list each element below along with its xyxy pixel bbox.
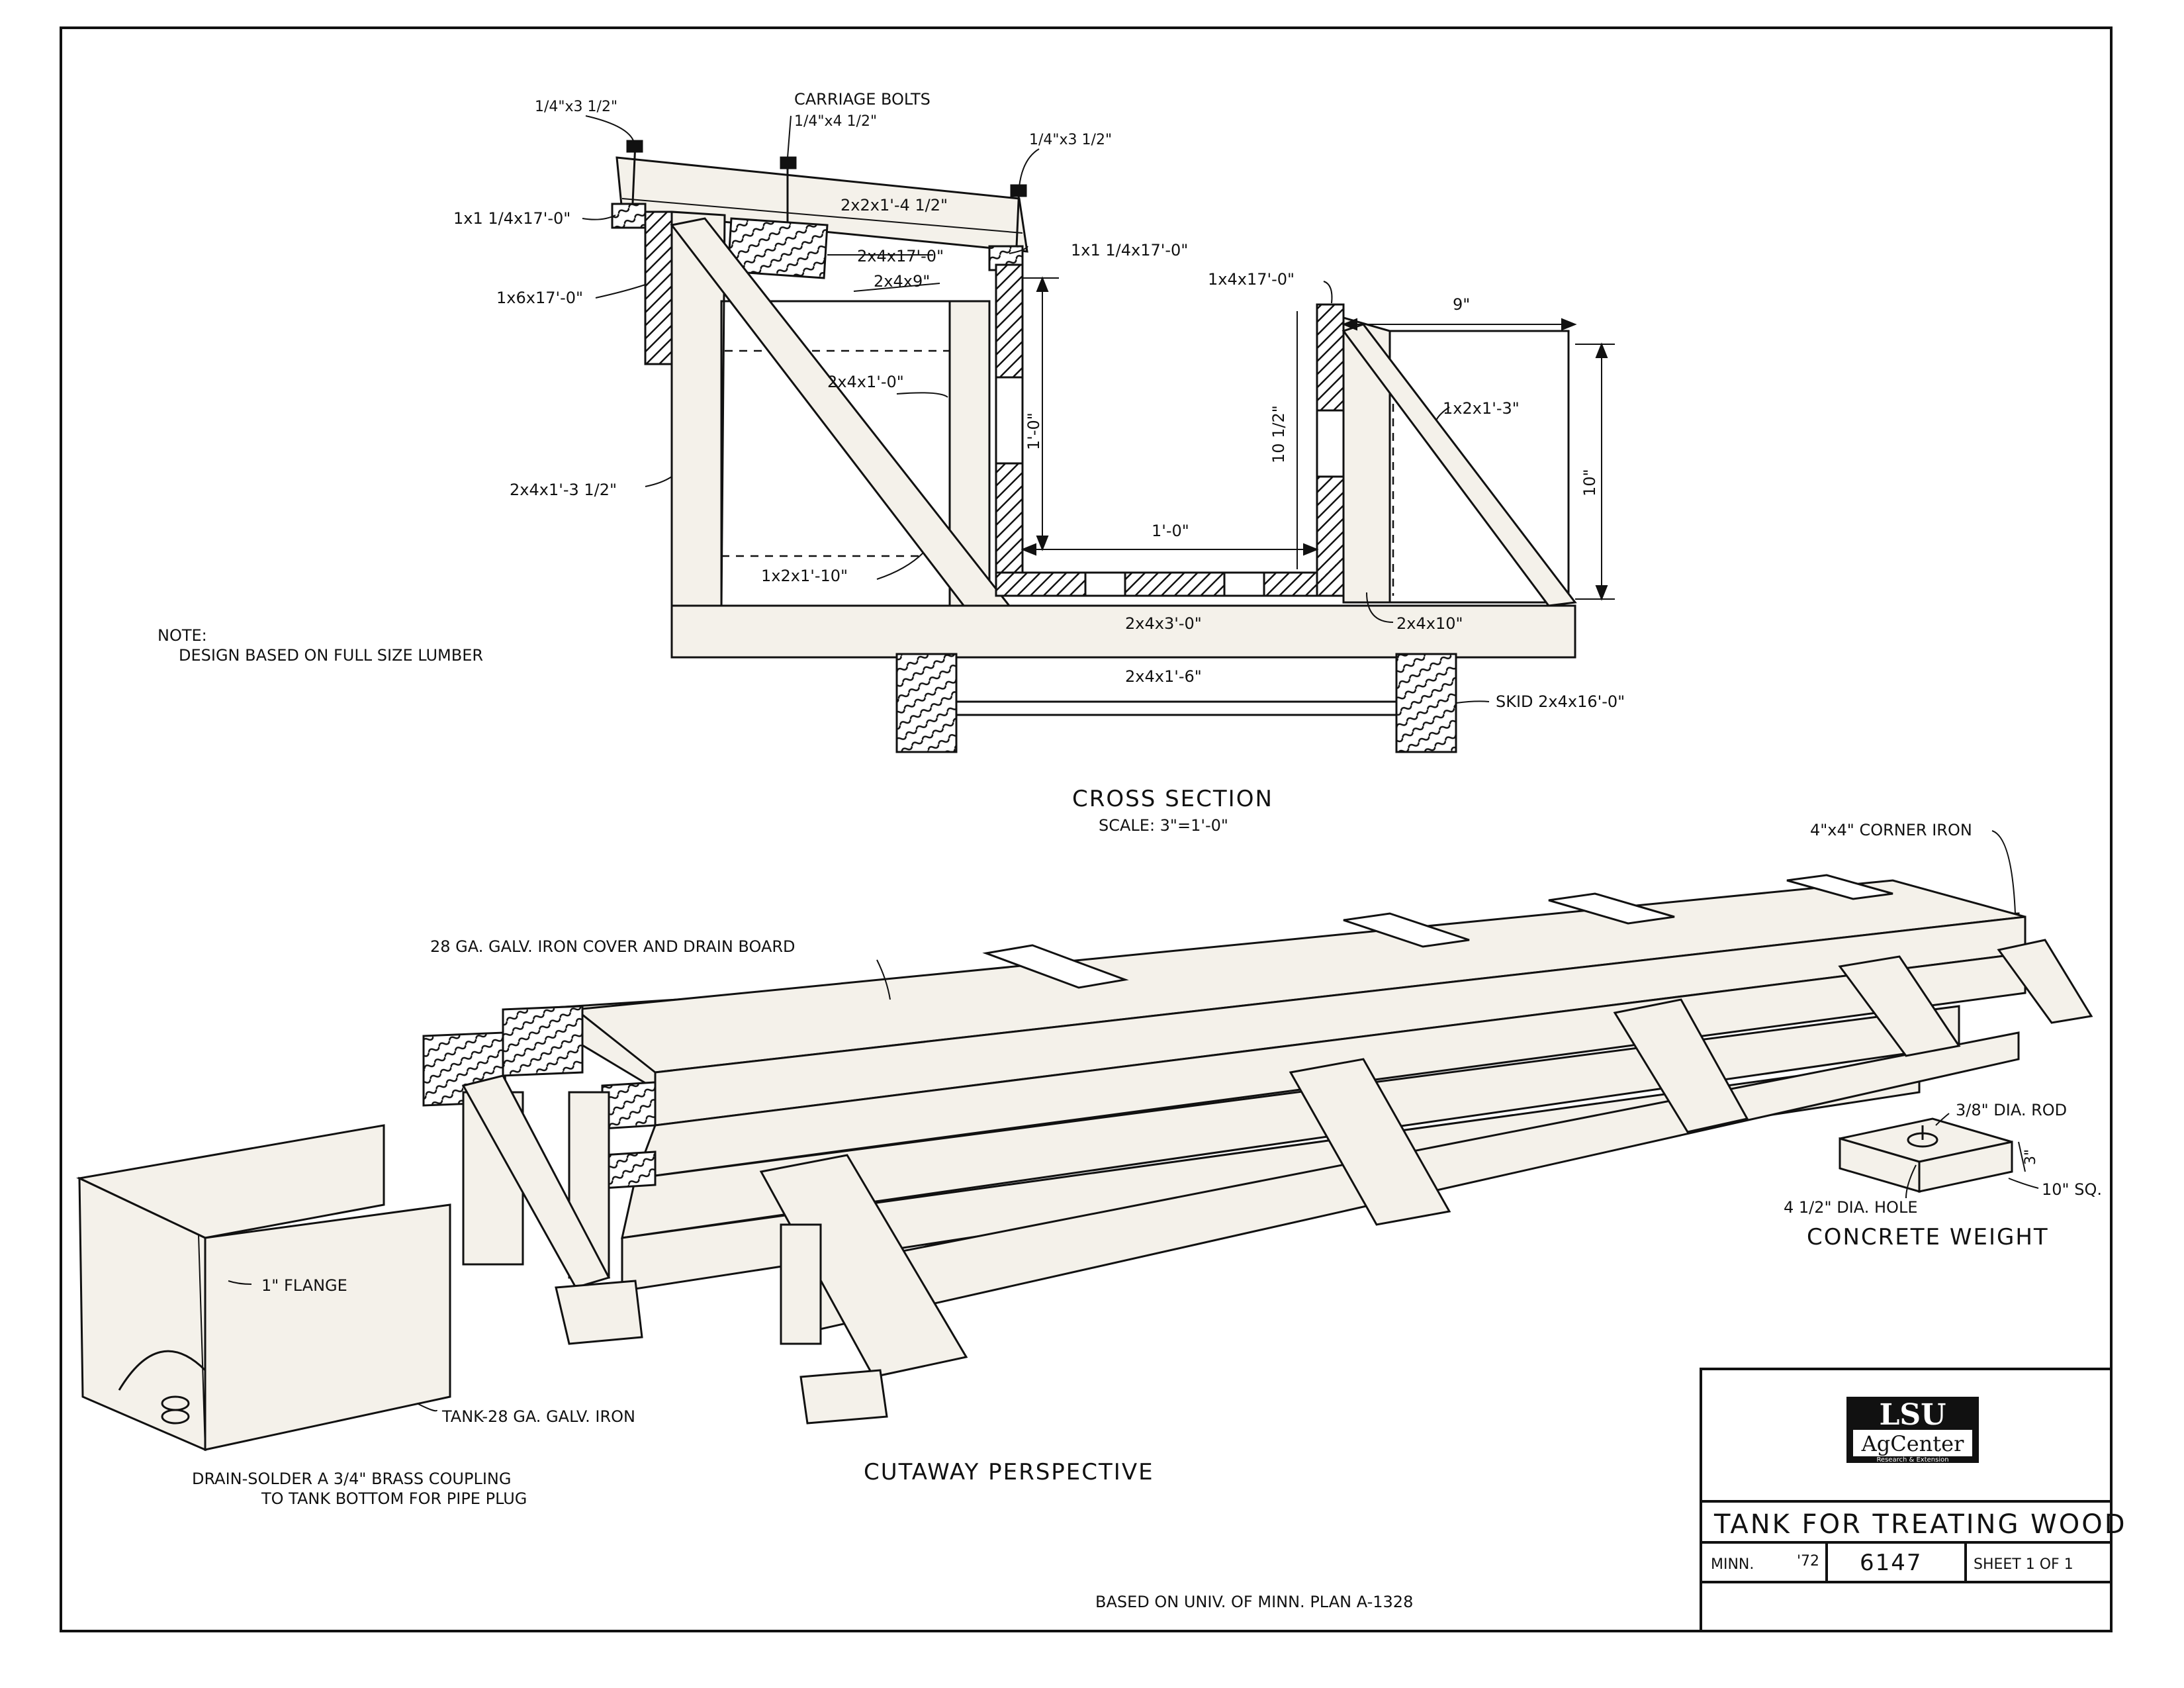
label-skid: SKID 2x4x16'-0" [1496, 692, 1625, 711]
label-carriage-bolts-size: 1/4"x4 1/2" [794, 113, 877, 130]
cutaway-perspective-drawing [422, 830, 2093, 1425]
title-block: LSU AgCenter Research & Extension TANK F… [1700, 1368, 2127, 1632]
concrete-weight-labels: 3/8" DIA. ROD 3" 10" SQ. 4 1/2" DIA. HOL… [1784, 1101, 2102, 1250]
label-side-board: 1x6x17'-0" [496, 289, 583, 307]
lsu-agcenter-logo: LSU AgCenter Research & Extension [1846, 1397, 1979, 1464]
label-block-right: 2x4x10" [1396, 614, 1463, 633]
note-text: DESIGN BASED ON FULL SIZE LUMBER [179, 646, 483, 665]
label-height: 3" [2023, 1149, 2039, 1165]
title-block-title: TANK FOR TREATING WOOD [1713, 1509, 2127, 1540]
perspective-title: CUTAWAY PERSPECTIVE [864, 1459, 1154, 1485]
label-flange: 1" FLANGE [261, 1276, 347, 1295]
logo-sub: Research & Extension [1876, 1456, 1948, 1464]
label-corner-iron: 4"x4" CORNER IRON [1810, 821, 1972, 839]
label-cover: 28 GA. GALV. IRON COVER AND DRAIN BOARD [430, 937, 796, 956]
label-lower-bar: 2x4x1'-6" [1125, 667, 1202, 686]
label-carriage-bolts: CARRIAGE BOLTS [794, 90, 931, 109]
label-dim-10: 10" [1580, 469, 1599, 496]
tank-detail-labels: 1" FLANGE TANK-28 GA. GALV. IRON DRAIN-S… [192, 1276, 635, 1508]
note-heading: NOTE: [158, 626, 207, 645]
label-brace-inner: 2x4x1'-0" [827, 373, 904, 391]
label-hole: 4 1/2" DIA. HOLE [1784, 1198, 1917, 1217]
title-block-plan-no: 6147 [1860, 1550, 1923, 1576]
label-strip-left: 1x1 1/4x17'-0" [453, 209, 570, 228]
label-dim-9: 9" [1453, 295, 1470, 314]
label-diag-left: 1x2x1'-10" [761, 567, 848, 585]
concrete-weight-drawing [1839, 1113, 2039, 1199]
label-dim-10-5: 10 1/2" [1269, 405, 1288, 463]
logo-mid: AgCenter [1861, 1431, 1964, 1456]
logo-top: LSU [1879, 1398, 1946, 1432]
sheet-border [60, 26, 2113, 1632]
label-tank-side: 1x4x17'-0" [1208, 270, 1295, 289]
cross-section-scale: SCALE: 3"=1'-0" [1099, 816, 1228, 835]
label-bolt-left: 1/4"x3 1/2" [535, 99, 617, 115]
label-diag-right: 1x2x1'-3" [1443, 399, 1520, 418]
label-strip-right: 1x1 1/4x17'-0" [1071, 241, 1188, 259]
tank-detail-drawing [76, 1124, 451, 1452]
title-block-source: MINN. [1711, 1556, 1754, 1573]
label-bolt-right: 1/4"x3 1/2" [1029, 132, 1112, 148]
label-board-mid: 2x4x17'-0" [857, 247, 944, 265]
label-tank: TANK-28 GA. GALV. IRON [441, 1407, 635, 1426]
concrete-weight-title: CONCRETE WEIGHT [1807, 1224, 2049, 1250]
label-dim-1ft-width: 1'-0" [1152, 522, 1189, 540]
label-drain-line2: TO TANK BOTTOM FOR PIPE PLUG [261, 1489, 527, 1508]
label-dim-1ft: 1'-0" [1024, 412, 1043, 450]
cross-section-drawing [582, 115, 1615, 753]
label-crossbar: 2x4x3'-0" [1125, 614, 1202, 633]
label-square: 10" SQ. [2042, 1180, 2102, 1199]
note-block: NOTE: DESIGN BASED ON FULL SIZE LUMBER [158, 626, 483, 665]
perspective-labels: 28 GA. GALV. IRON COVER AND DRAIN BOARD … [430, 821, 1972, 1485]
label-drain-line1: DRAIN-SOLDER A 3/4" BRASS COUPLING [192, 1470, 511, 1488]
label-block: 2x4x9" [874, 272, 930, 291]
cross-section-labels: 1/4"x3 1/2" CARRIAGE BOLTS 1/4"x4 1/2" 1… [453, 90, 1625, 835]
title-block-sheet: SHEET 1 OF 1 [1974, 1556, 2073, 1573]
cross-section-title: CROSS SECTION [1072, 786, 1273, 812]
title-block-year: '72 [1797, 1553, 1819, 1570]
label-cleat-top: 2x2x1'-4 1/2" [841, 196, 948, 214]
based-on-note: BASED ON UNIV. OF MINN. PLAN A-1328 [1095, 1593, 1413, 1611]
label-post-left: 2x4x1'-3 1/2" [510, 481, 617, 499]
label-rod: 3/8" DIA. ROD [1956, 1101, 2067, 1119]
